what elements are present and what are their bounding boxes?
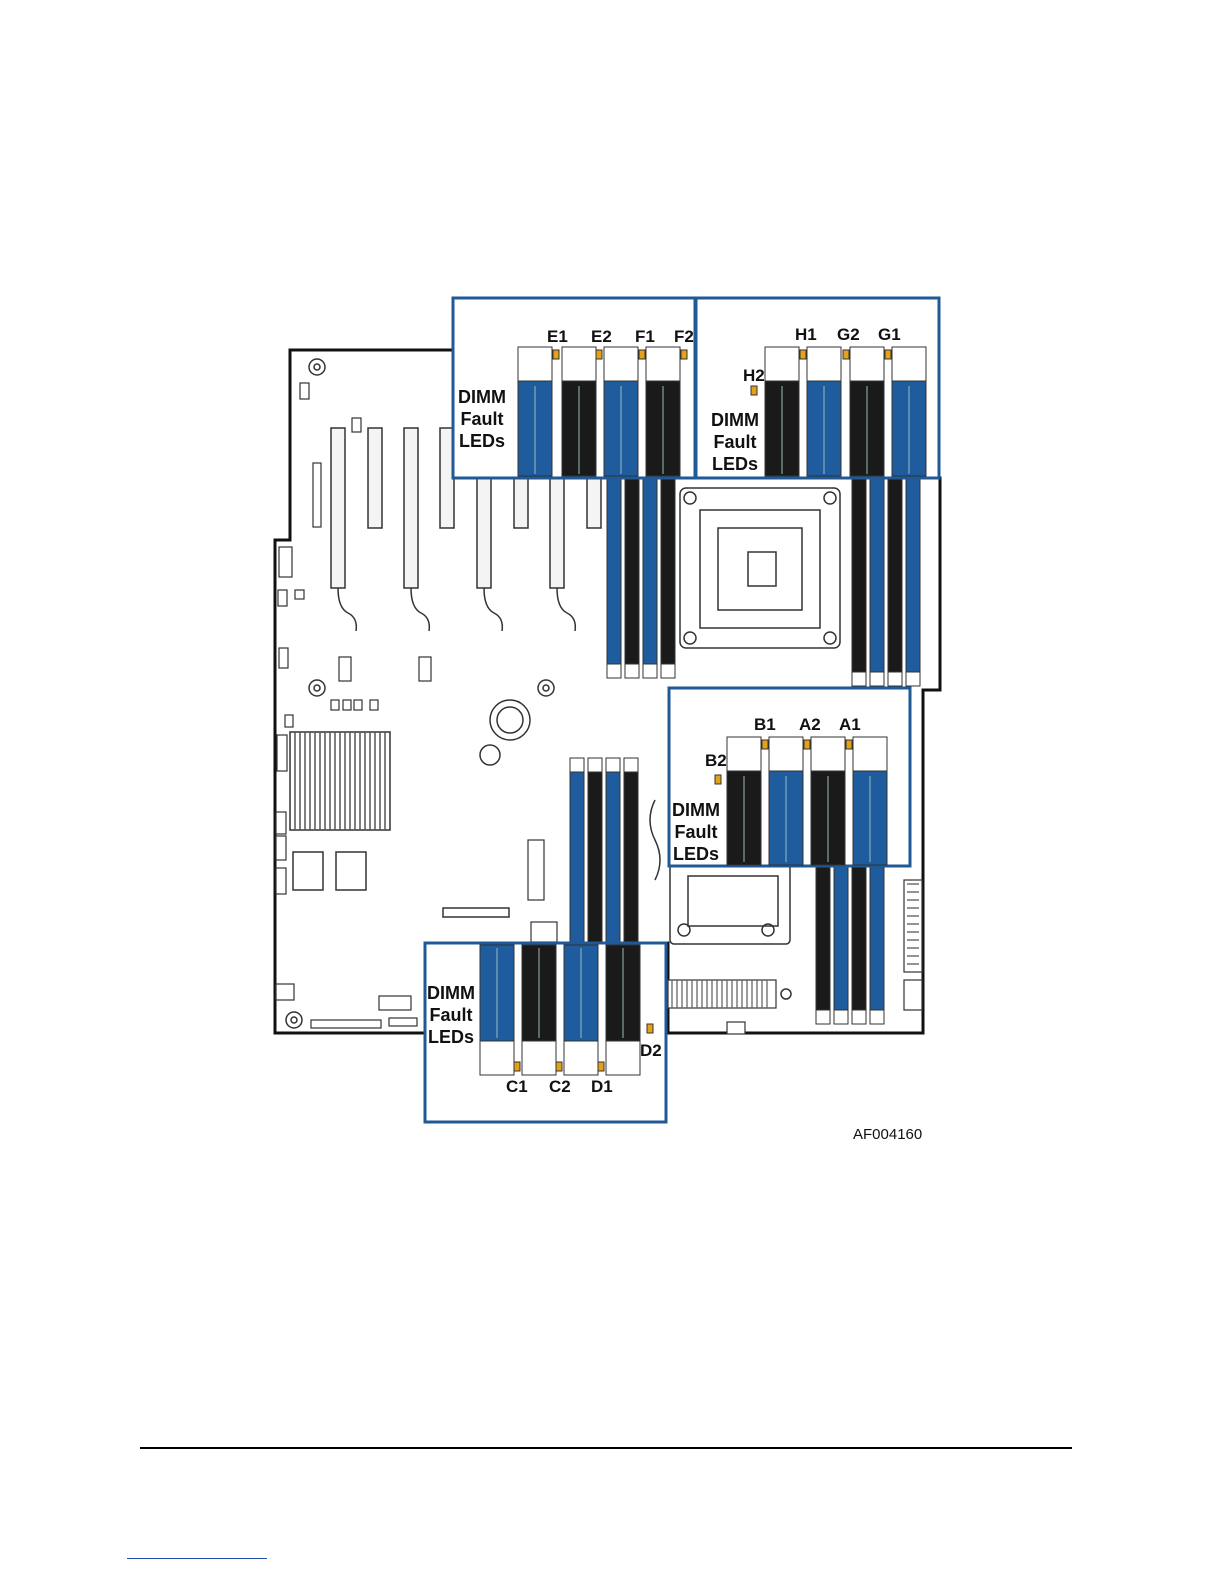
callout-caption-line1: DIMM [458,387,506,407]
slot-label-b1: B1 [754,715,776,734]
callout-caption-line2: Fault [675,822,718,842]
callout-caption-line1: DIMM [427,983,475,1003]
figure-id-code: AF004160 [853,1126,922,1143]
slot-label-f2: F2 [674,327,694,346]
callout-middle-right: B1 A2 A1 B2 DIMM Fault LEDs [669,688,910,866]
bottom-link-underline [127,1558,267,1559]
slot-label-a1: A1 [839,715,861,734]
callout-caption-line1: DIMM [711,410,759,430]
slot-label-h1: H1 [795,325,817,344]
callout-top-left: E1 E2 F1 F2 DIMM Fault LEDs [453,298,695,478]
slot-label-d2: D2 [640,1041,662,1060]
callout-caption-line2: Fault [461,409,504,429]
slot-label-b2: B2 [705,751,727,770]
slot-label-d1: D1 [591,1077,613,1096]
callout-caption-line3: LEDs [673,844,719,864]
callout-caption-line2: Fault [714,432,757,452]
chipset-heatsink [290,732,390,830]
callout-caption-line1: DIMM [672,800,720,820]
callout-caption-line3: LEDs [712,454,758,474]
slot-label-e2: E2 [591,327,612,346]
slot-label-g1: G1 [878,325,901,344]
callout-bottom: C1 C2 D1 D2 DIMM Fault LEDs [425,943,666,1122]
callout-caption-line2: Fault [430,1005,473,1025]
slot-label-g2: G2 [837,325,860,344]
slot-label-f1: F1 [635,327,655,346]
callout-caption-line3: LEDs [459,431,505,451]
footer-rule [140,1447,1072,1449]
vr-heatsink [668,980,776,1008]
callout-top-right: H1 G2 G1 H2 DIMM Fault LEDs [696,298,939,478]
slot-label-a2: A2 [799,715,821,734]
slot-label-c1: C1 [506,1077,528,1096]
slot-label-c2: C2 [549,1077,571,1096]
slot-label-h2: H2 [743,366,765,385]
power-connectors [904,880,922,1010]
callout-caption-line3: LEDs [428,1027,474,1047]
slot-label-e1: E1 [547,327,568,346]
